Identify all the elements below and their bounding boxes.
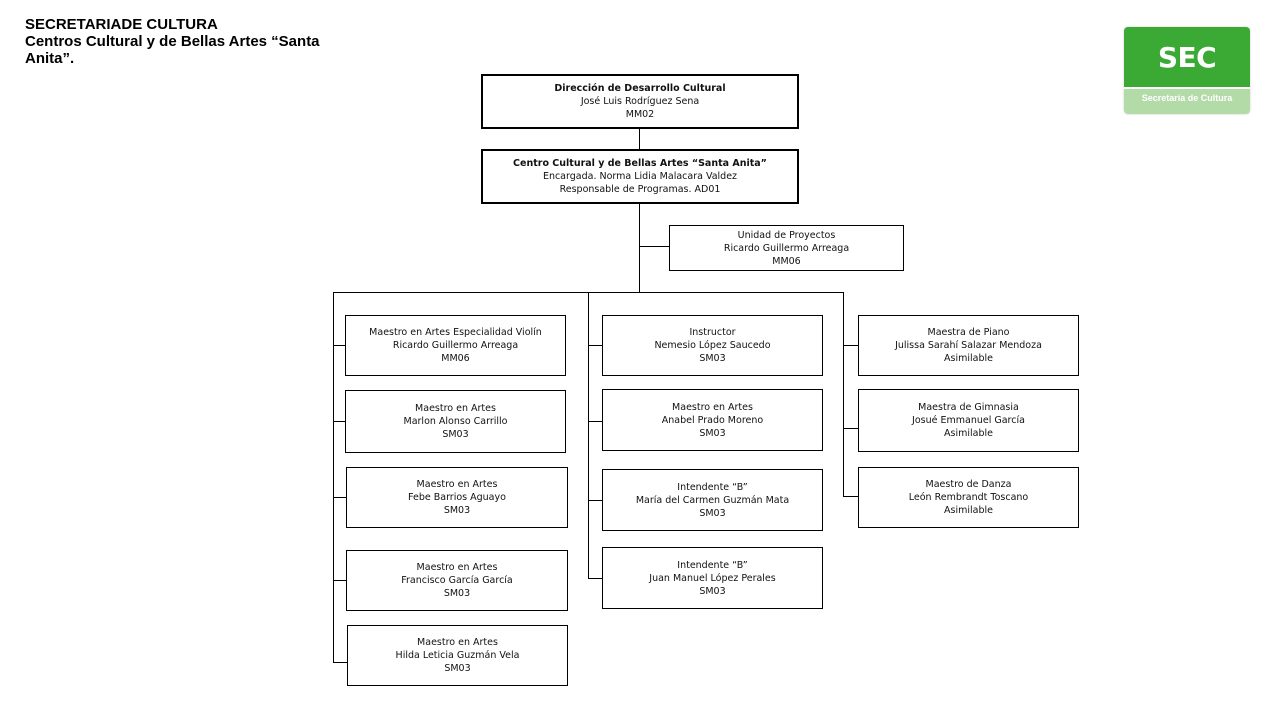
staff-box: Intendente “B” María del Carmen Guzmán M… xyxy=(602,469,823,531)
box-person: María del Carmen Guzmán Mata xyxy=(635,494,790,506)
connector-line xyxy=(333,292,334,662)
centro-box: Centro Cultural y de Bellas Artes “Santa… xyxy=(481,149,799,204)
connector-line xyxy=(588,345,603,346)
box-person: Francisco García García xyxy=(401,575,513,586)
box-title: Unidad de Proyectos xyxy=(737,229,836,241)
staff-box: Maestro en Artes Francisco García García… xyxy=(346,550,568,611)
box-code: SM03 xyxy=(442,429,469,440)
box-person: Julissa Sarahí Salazar Mendoza xyxy=(895,340,1042,351)
box-person: Nemesio López Saucedo xyxy=(654,340,771,351)
box-code: Asimilable xyxy=(944,428,993,439)
box-person: Ricardo Guillermo Arreaga xyxy=(723,242,850,254)
page-header: SECRETARIADE CULTURA Centros Cultural y … xyxy=(25,16,355,67)
logo-name: Secretaría de Cultura xyxy=(1141,93,1233,103)
connector-line xyxy=(843,345,859,346)
connector-line xyxy=(333,580,347,581)
box-person: Anabel Prado Moreno xyxy=(661,414,764,426)
box-person: León Rembrandt Toscano xyxy=(908,492,1029,503)
box-code: Asimilable xyxy=(944,353,993,364)
box-code: Asimilable xyxy=(944,505,993,516)
box-code: SM03 xyxy=(443,505,471,516)
box-title: Maestro en Artes xyxy=(416,562,498,573)
connector-line xyxy=(588,578,603,579)
box-person: Encargada. Norma Lidia Malacara Valdez xyxy=(542,171,738,182)
box-code: SM03 xyxy=(699,507,726,519)
box-person: Juan Manuel López Perales xyxy=(649,572,776,584)
box-title: Maestro en Artes xyxy=(415,403,496,414)
connector-line xyxy=(333,662,348,663)
box-person: Ricardo Guillermo Arreaga xyxy=(392,340,519,351)
page-subtitle: Centros Cultural y de Bellas Artes “Sant… xyxy=(25,33,320,67)
connector-line xyxy=(843,496,859,497)
box-title: Maestro en Artes xyxy=(672,401,753,413)
sec-logo: SEC Secretaría de Cultura xyxy=(1124,27,1250,114)
box-code: SM03 xyxy=(699,427,726,439)
staff-box: Maestra de Gimnasia Josué Emmanuel Garcí… xyxy=(858,389,1079,452)
box-title: Maestro en Artes Especialidad Violín xyxy=(369,327,542,338)
box-code: MM06 xyxy=(772,255,801,267)
unidad-box: Unidad de Proyectos Ricardo Guillermo Ar… xyxy=(669,225,904,271)
connector-line xyxy=(588,421,603,422)
connector-line xyxy=(843,428,859,429)
staff-box: Maestro en Artes Anabel Prado Moreno SM0… xyxy=(602,389,823,451)
box-title: Intendente “B” xyxy=(677,481,748,493)
box-title: Maestra de Piano xyxy=(927,327,1010,338)
box-code: SM03 xyxy=(699,353,726,364)
staff-box: Maestro en Artes Hilda Leticia Guzmán Ve… xyxy=(347,625,568,686)
box-code: SM03 xyxy=(444,663,471,674)
organization-title: SECRETARIADE CULTURA xyxy=(25,16,218,33)
box-title: Maestra de Gimnasia xyxy=(918,402,1019,413)
box-title: Maestro en Artes xyxy=(417,637,498,648)
box-title: Intendente “B” xyxy=(677,559,748,571)
staff-box: Maestro en Artes Especialidad Violín Ric… xyxy=(345,315,566,376)
box-person: José Luis Rodríguez Sena xyxy=(580,96,700,107)
box-code: SM03 xyxy=(699,585,726,597)
logo-abbreviation: SEC xyxy=(1157,41,1217,74)
box-code: SM03 xyxy=(443,588,471,599)
connector-line xyxy=(588,500,603,501)
box-code: Responsable de Programas. AD01 xyxy=(559,184,721,195)
staff-box: Intendente “B” Juan Manuel López Perales… xyxy=(602,547,823,609)
box-title: Dirección de Desarrollo Cultural xyxy=(554,83,726,94)
connector-line xyxy=(588,292,589,578)
connector-line xyxy=(333,345,345,346)
connector-line xyxy=(843,292,844,496)
box-person: Febe Barrios Aguayo xyxy=(408,492,506,503)
box-title: Maestro de Danza xyxy=(925,479,1012,490)
staff-box: Maestro de Danza León Rembrandt Toscano … xyxy=(858,467,1079,528)
box-person: Marlon Alonso Carrillo xyxy=(403,416,508,427)
connector-line xyxy=(333,497,347,498)
box-title: Instructor xyxy=(689,327,736,338)
staff-box: Maestro en Artes Marlon Alonso Carrillo … xyxy=(345,390,566,453)
box-title: Maestro en Artes xyxy=(416,479,498,490)
box-code: MM02 xyxy=(625,109,655,120)
connector-line xyxy=(639,246,670,247)
box-title: Centro Cultural y de Bellas Artes “Santa… xyxy=(513,158,767,169)
direccion-box: Dirección de Desarrollo Cultural José Lu… xyxy=(481,74,799,129)
box-code: MM06 xyxy=(441,353,470,364)
connector-line xyxy=(333,421,345,422)
connector-line xyxy=(639,128,640,150)
box-person: Josué Emmanuel García xyxy=(912,415,1025,426)
connector-line xyxy=(639,203,640,292)
box-person: Hilda Leticia Guzmán Vela xyxy=(395,650,520,661)
staff-box: Maestro en Artes Febe Barrios Aguayo SM0… xyxy=(346,467,568,528)
staff-box: Instructor Nemesio López Saucedo SM03 xyxy=(602,315,823,376)
staff-box: Maestra de Piano Julissa Sarahí Salazar … xyxy=(858,315,1079,376)
